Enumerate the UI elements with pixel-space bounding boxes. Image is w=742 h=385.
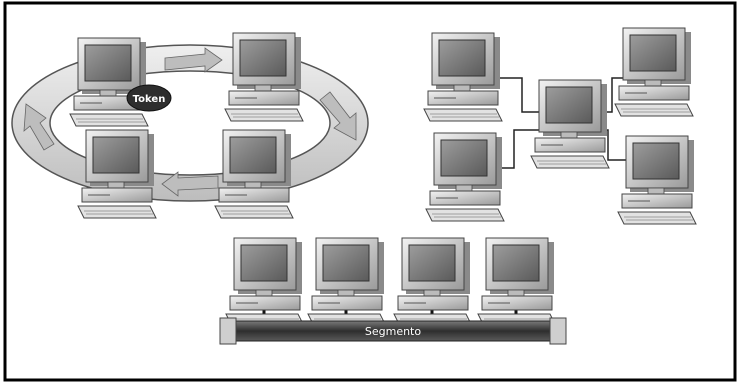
segment-label: Segmento (365, 325, 422, 338)
token-badge: Token (126, 84, 172, 112)
bus-topology: Segmento (219, 237, 567, 345)
ring-topology: Token (11, 32, 369, 219)
star-topology (423, 27, 697, 225)
bus-terminator-right (549, 317, 567, 345)
token-label: Token (133, 94, 166, 105)
bus-terminator-left (219, 317, 237, 345)
ring-arrows (23, 47, 357, 197)
